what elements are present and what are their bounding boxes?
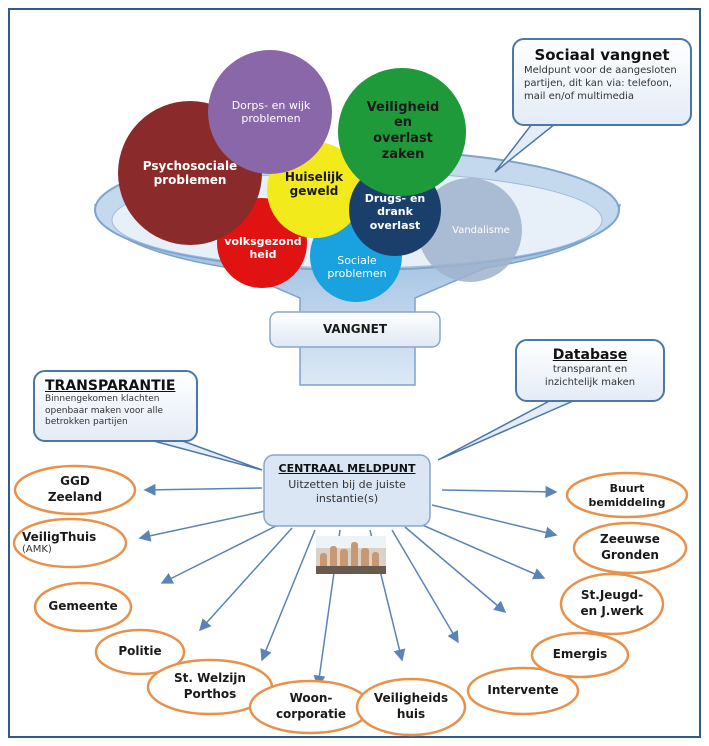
partner-politie: Politie [118, 644, 162, 659]
label-sociale: Sociale problemen [327, 253, 387, 280]
circle-dorps [208, 50, 332, 174]
raised-hands-photo [316, 536, 386, 574]
callout-database-title: Database [552, 347, 628, 363]
callout-database-text: transparant en inzichtelijk maken [544, 364, 636, 388]
label-vandalisme: Vandalisme [452, 225, 510, 236]
partner-veiligthuis: VeiligThuis (AMK) [22, 530, 118, 558]
partner-zeeuwse: Zeeuwse Gronden [600, 532, 660, 562]
central-meldpunt: CENTRAAL MELDPUNT Uitzetten bij de juist… [264, 458, 430, 524]
partner-intervente: Intervente [487, 683, 559, 698]
partner-jeugd: St.Jeugd- en J.werk [580, 588, 644, 618]
central-title: CENTRAAL MELDPUNT [278, 462, 416, 475]
callout-database: Database transparant en inzichtelijk mak… [515, 339, 665, 402]
label-psychosociale: Psychosociale problemen [142, 158, 238, 187]
database-pointer [437, 397, 581, 461]
partner-veiligthuis-sub: (AMK) [22, 544, 52, 556]
diagram-frame [8, 8, 701, 738]
partner-gemeente: Gemeente [48, 599, 118, 614]
central-box [263, 454, 431, 527]
circle-vandalisme [418, 178, 522, 282]
partner-buurt: Buurt bemiddeling [588, 481, 666, 509]
partner-veiligthuis-label: VeiligThuis [22, 530, 97, 544]
vangnet-label: VANGNET [322, 322, 388, 337]
callout-transparantie-title: TRANSPARANTIE [45, 378, 176, 394]
label-dorps: Dorps- en wijk problemen [231, 98, 311, 125]
callout-transparantie: TRANSPARANTIE Binnengekomen klachten ope… [33, 370, 198, 442]
partner-veiligheidshuis: Veiligheids huis [373, 691, 449, 721]
partner-ggd: GGD Zeeland [47, 474, 103, 504]
partner-woon: Woon- corporatie [275, 691, 347, 721]
partner-emergis: Emergis [552, 647, 608, 662]
label-drugs: Drugs- en drank overlast [364, 192, 426, 232]
callout-transparantie-text: Binnengekomen klachten openbaar maken vo… [45, 394, 163, 428]
label-veiligheid: Veiligheid en overlast zaken [366, 99, 440, 162]
central-text: Uitzetten bij de juiste instantie(s) [288, 478, 406, 506]
vangnet-box [269, 311, 441, 348]
callout-sociaal-text: Meldpunt voor de aangesloten partijen, d… [524, 65, 677, 102]
label-huiselijk: Huiselijk geweld [284, 169, 344, 198]
circle-veiligheid [338, 68, 466, 196]
label-volks: volksgezond heid [224, 234, 302, 261]
callout-sociaal-vangnet: Sociaal vangnet Meldpunt voor de aangesl… [512, 38, 692, 126]
partner-welzijn: St. Welzijn Porthos [174, 671, 246, 701]
callout-sociaal-title: Sociaal vangnet [534, 46, 670, 64]
partner-ovals [12, 464, 689, 737]
transparantie-pointer [149, 439, 263, 471]
